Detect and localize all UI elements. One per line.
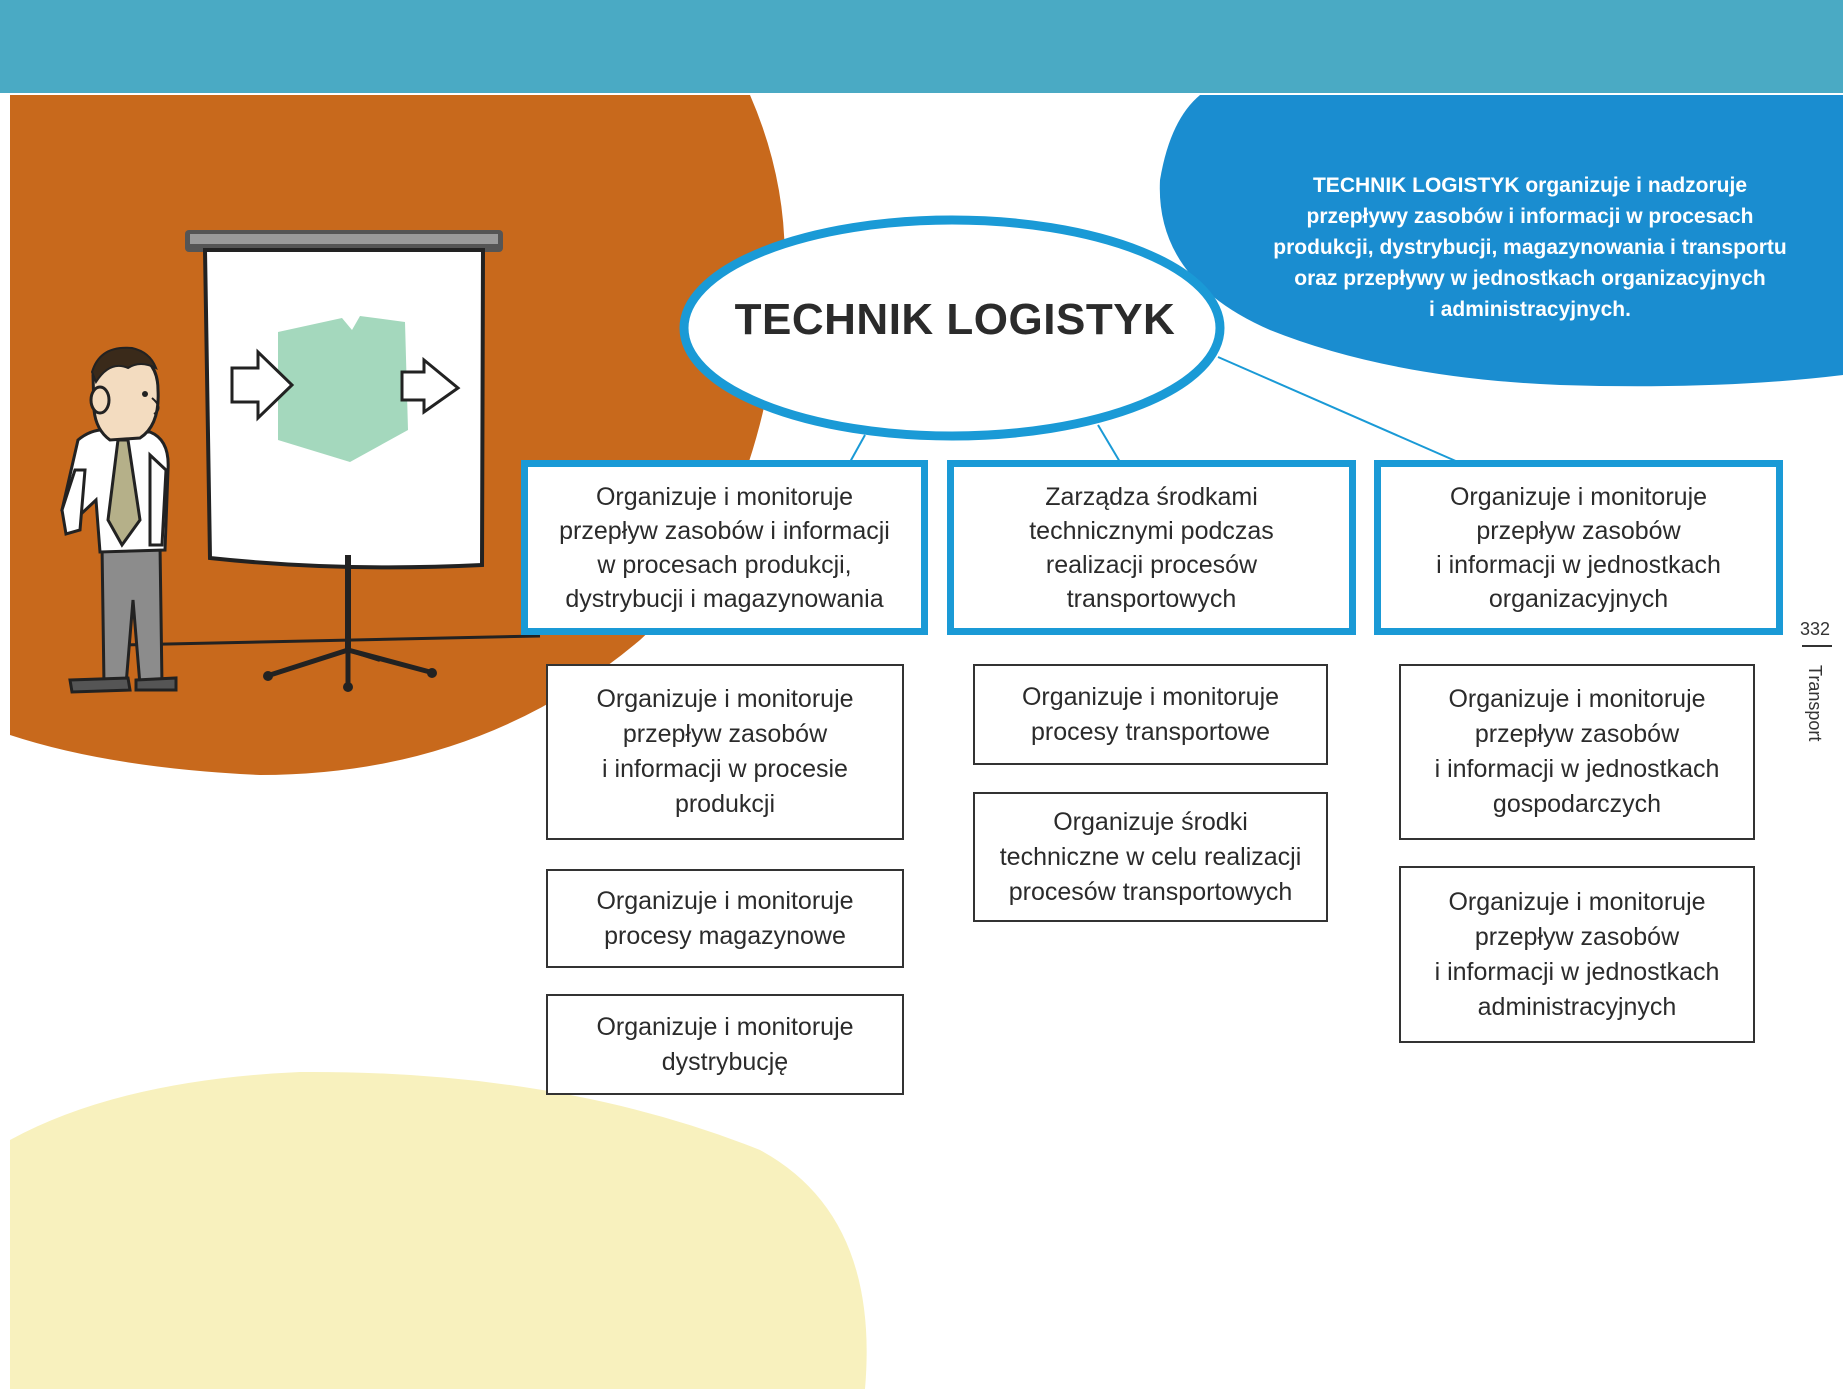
sub-box-economic-units: Organizuje i monitoruje przepływ zasobów… xyxy=(1399,664,1755,840)
sub-box-label: Organizuje i monitoruje dystrybucję xyxy=(596,1012,854,1076)
sub-box-label: Organizuje i monitoruje procesy magazyno… xyxy=(596,886,854,950)
sub-box-technical-means: Organizuje środki techniczne w celu real… xyxy=(973,792,1328,922)
arrow-right-icon xyxy=(400,356,461,415)
connector-line-left xyxy=(849,434,866,463)
section-label: Transport xyxy=(1805,665,1825,742)
header-band xyxy=(0,0,1843,93)
blue-blob xyxy=(1159,95,1843,387)
sub-box-warehousing: Organizuje i monitoruje procesy magazyno… xyxy=(546,869,904,968)
presenter-illustration xyxy=(60,346,178,694)
main-box-production: Organizuje i monitoruje przepływ zasobów… xyxy=(521,460,928,635)
sub-box-label: Organizuje środki techniczne w celu real… xyxy=(999,807,1302,906)
central-title: TECHNIK LOGISTYK xyxy=(734,295,1176,344)
main-box-label: Zarządza środkami technicznymi podczas r… xyxy=(1029,482,1274,613)
central-ellipse xyxy=(679,215,1225,441)
connector-line-right xyxy=(1217,356,1459,463)
arrow-right-icon xyxy=(230,348,295,422)
main-box-label: Organizuje i monitoruje przepływ zasobów… xyxy=(559,482,890,613)
main-box-organizational-units: Organizuje i monitoruje przepływ zasobów… xyxy=(1374,460,1783,635)
sub-box-label: Organizuje i monitoruje przepływ zasobów… xyxy=(596,685,854,818)
yellow-blob xyxy=(10,1071,867,1389)
page-number: 332 xyxy=(1800,619,1831,639)
main-box-transport: Zarządza środkami technicznymi podczas r… xyxy=(947,460,1356,635)
sub-box-production-process: Organizuje i monitoruje przepływ zasobów… xyxy=(546,664,904,840)
sub-box-label: Organizuje i monitoruje przepływ zasobów… xyxy=(1434,887,1720,1021)
page-number-rule xyxy=(1802,645,1832,647)
sub-box-administrative-units: Organizuje i monitoruje przepływ zasobów… xyxy=(1399,866,1755,1043)
sub-box-distribution: Organizuje i monitoruje dystrybucję xyxy=(546,994,904,1095)
connector-line-middle xyxy=(1097,424,1121,463)
sub-box-label: Organizuje i monitoruje procesy transpor… xyxy=(1021,682,1280,746)
main-box-label: Organizuje i monitoruje przepływ zasobów… xyxy=(1436,482,1721,613)
sub-box-transport-processes: Organizuje i monitoruje procesy transpor… xyxy=(973,664,1328,765)
profession-summary: TECHNIK LOGISTYK organizuje i nadzoruje … xyxy=(1273,174,1787,321)
cube-icon xyxy=(278,316,408,462)
sub-box-label: Organizuje i monitoruje przepływ zasobów… xyxy=(1434,685,1720,818)
